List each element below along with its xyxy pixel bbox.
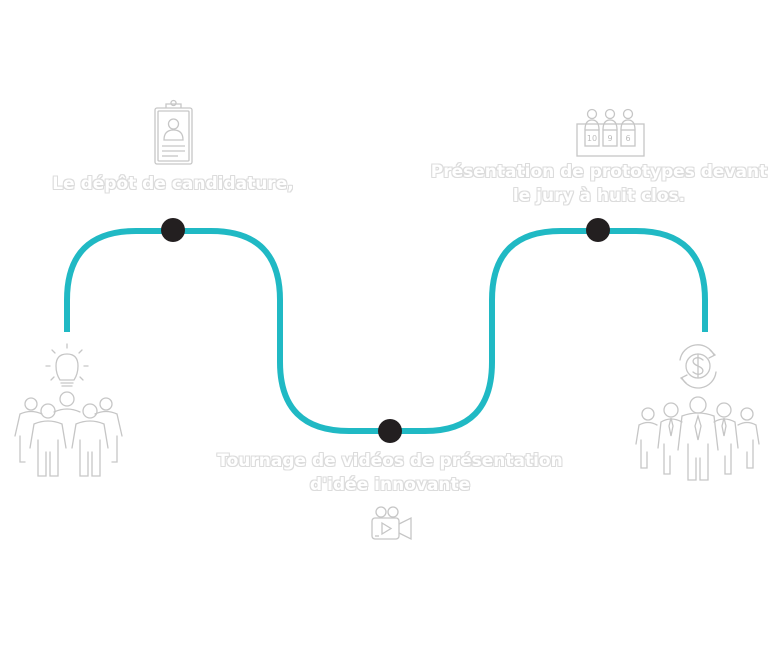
score-1: 10 — [587, 134, 597, 143]
milestone-node-3 — [586, 218, 610, 242]
jury-scoreboard-icon — [577, 110, 644, 157]
step-2-line-2: d'idée innovante — [200, 473, 580, 497]
step-2-line-1: Tournage de vidéos de présentation — [200, 449, 580, 473]
dollar-cycle-icon — [680, 345, 716, 388]
step-1-line-1: Le dépôt de candidature, — [48, 172, 298, 196]
process-path — [67, 231, 705, 431]
milestone-node-2 — [378, 419, 402, 443]
video-camera-icon — [372, 507, 411, 539]
application-form-icon — [155, 101, 192, 165]
step-3-line-2: le jury à huit clos. — [428, 184, 770, 208]
step-3-label: Présentation de prototypes devant le jur… — [428, 160, 770, 208]
score-3: 6 — [625, 134, 630, 143]
lightbulb-icon — [56, 354, 78, 380]
step-1-label: Le dépôt de candidature, — [48, 172, 298, 196]
idea-team-icon — [15, 344, 122, 476]
step-2-label: Tournage de vidéos de présentation d'idé… — [200, 449, 580, 497]
milestone-node-1 — [161, 218, 185, 242]
funding-team-icon — [636, 345, 759, 480]
step-3-line-1: Présentation de prototypes devant — [428, 160, 770, 184]
scoreboard-values: 10 9 6 — [587, 134, 631, 143]
score-2: 9 — [607, 134, 612, 143]
